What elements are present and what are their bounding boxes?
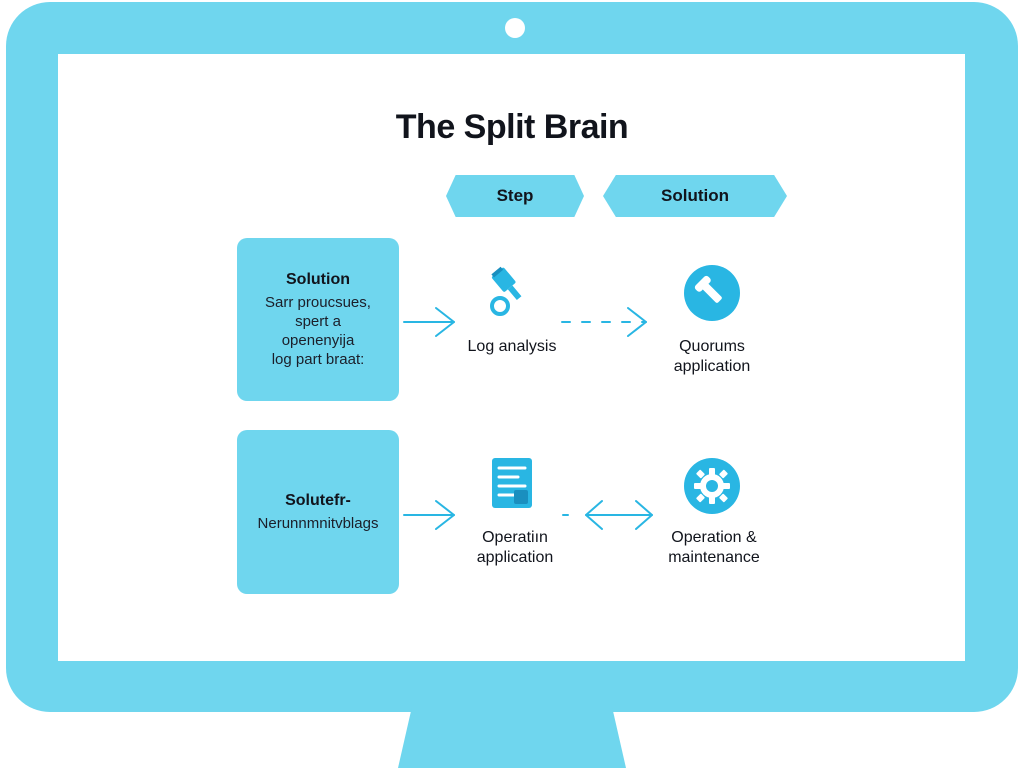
row-1-card-line: openenyija [281,331,355,349]
header-solution: Solution [603,175,787,217]
row-2-card-line: Nerunnmnitvblags [257,514,379,532]
monitor-screen [58,54,965,661]
label-line: Operatiın [482,529,548,546]
label-line: Operation & [671,529,757,546]
monitor-stand [398,708,626,768]
label-line: Log analysis [467,338,557,355]
row-1-card-title: Solution [286,270,350,288]
header-solution-label: Solution [661,186,729,205]
row-2-card-title: Solutefr- [285,491,351,509]
label-line: application [476,549,554,566]
row-1-solution-label: Quorums application [622,337,802,377]
row-2-solution-label: Operation & maintenance [624,528,804,568]
row-1-card-line: log part braat: [271,350,365,368]
label-line: Quorums [679,338,745,355]
page-title: The Split Brain [395,108,629,146]
label-line: application [673,358,751,375]
row-2-card: Solutefr- Nerunnmnitvblags [237,430,399,594]
row-1-card-line: spert a [295,312,341,330]
wrench-circle-icon [684,265,740,321]
row-1-card: Solution Sarr proucsues, spert a openeny… [237,238,399,401]
header-step: Step [446,175,584,217]
webcam-dot [505,18,525,38]
row-1-step-label: Log analysis [422,337,602,357]
wrench-icon [490,266,522,316]
label-line: maintenance [668,549,760,566]
row-1-card-line: Sarr proucsues, [265,293,371,311]
gear-circle-icon [684,458,740,514]
document-icon [492,458,532,508]
row-2-step-label: Operatiın application [425,528,605,568]
header-step-label: Step [496,186,534,205]
